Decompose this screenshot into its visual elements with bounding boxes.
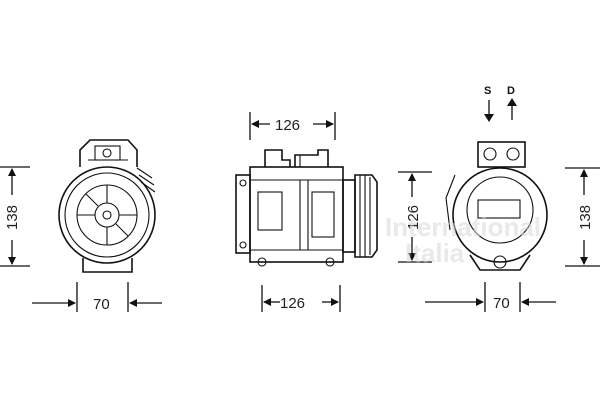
front-view-left: 138 70 (0, 139, 162, 313)
height-dimension-right: 138 (577, 205, 594, 230)
side-view: 126 126 126 (235, 112, 432, 312)
width-dimension-left: 70 (93, 296, 110, 313)
height-dimension-left: 138 (4, 205, 21, 230)
port-suction-label: S (484, 85, 491, 97)
side-height-dimension: 126 (405, 205, 422, 230)
port-discharge-label: D (507, 85, 515, 97)
watermark-line1: International (385, 212, 541, 242)
width-dimension-right: 70 (493, 295, 510, 312)
front-view-right: S D 138 70 (425, 85, 600, 312)
bottom-length-dimension: 126 (280, 295, 305, 312)
top-length-dimension: 126 (275, 117, 300, 134)
watermark-line2: Italia (405, 238, 465, 268)
watermark: International Italia (385, 212, 541, 268)
